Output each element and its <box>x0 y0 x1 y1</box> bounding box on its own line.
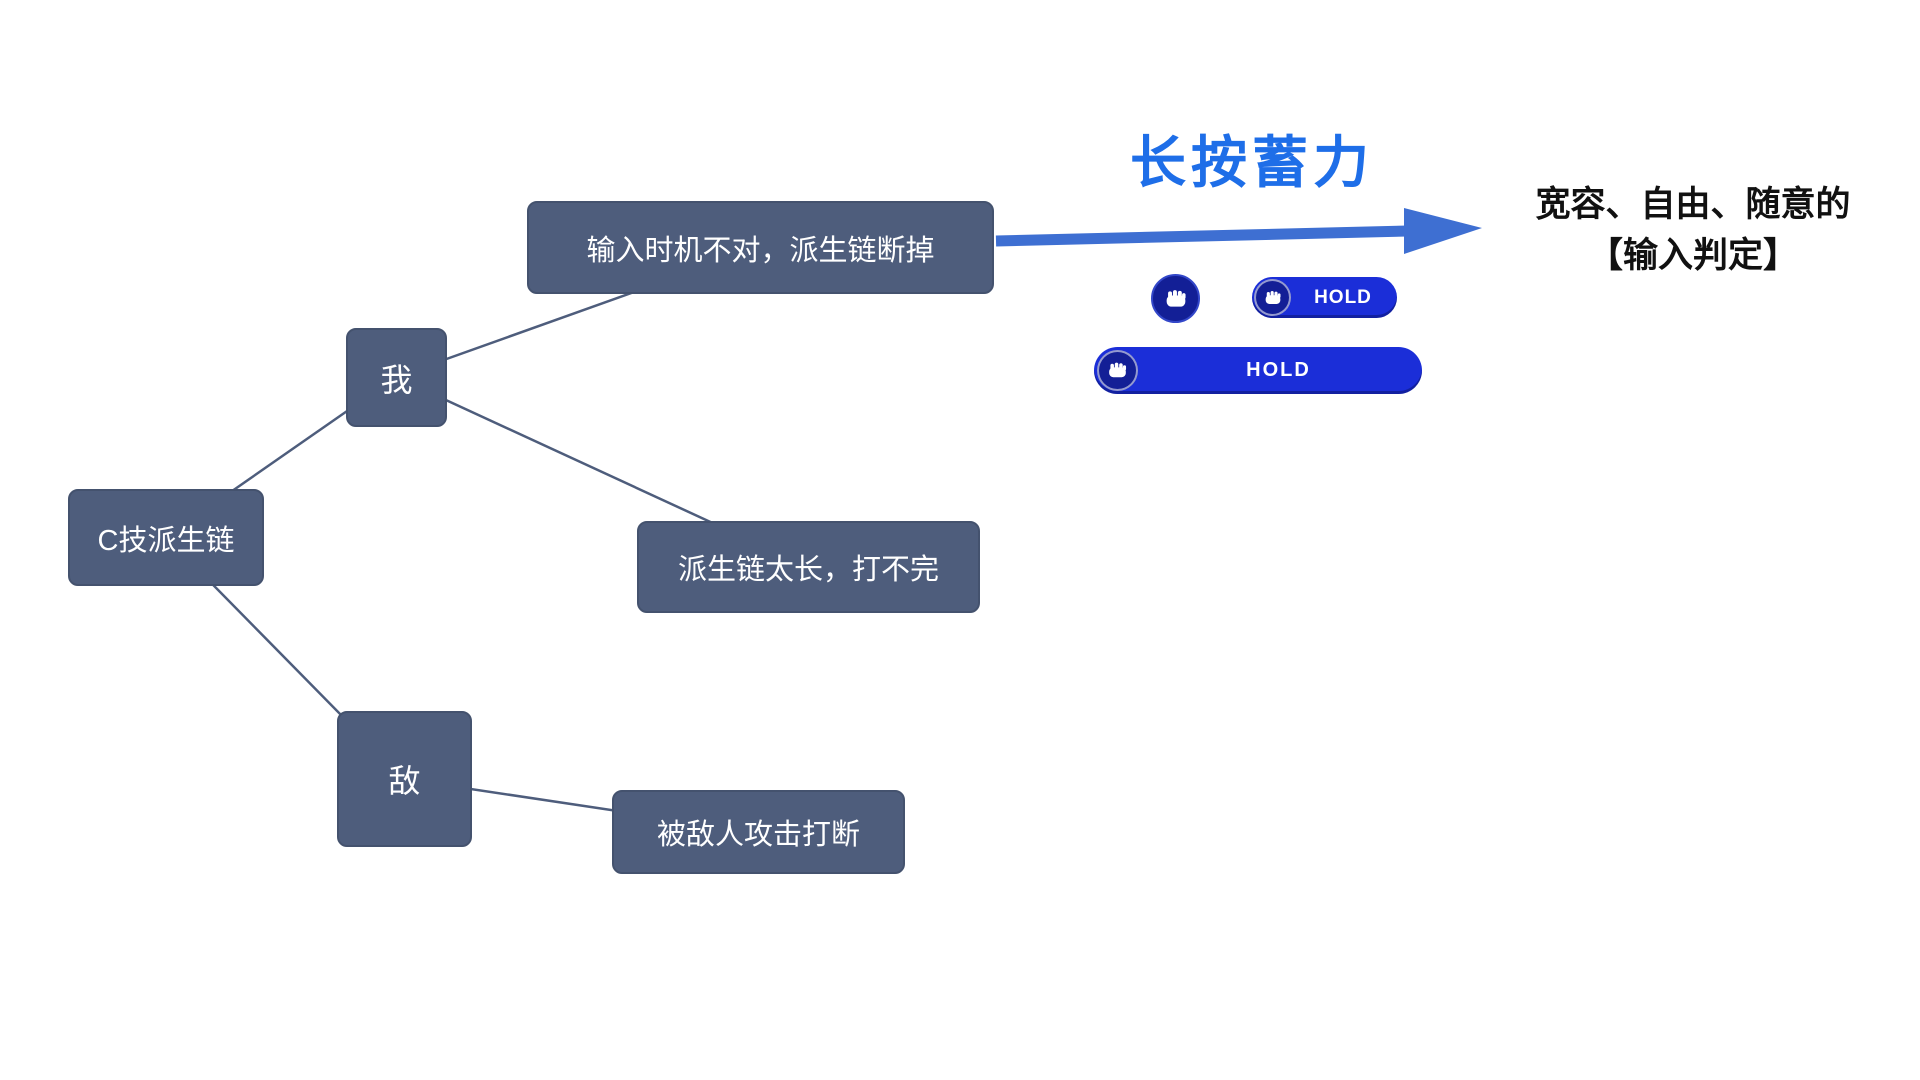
node-label: 输入时机不对，派生链断掉 <box>586 234 935 267</box>
node-cause-interrupt: 被敌人攻击打断 <box>612 790 905 874</box>
hold-button-short[interactable]: HOLD <box>1252 277 1397 318</box>
charge-arrow-label: 长按蓄力 <box>1130 131 1374 194</box>
conclusion-line-2: 【输入判定】 <box>1587 235 1798 275</box>
hold-button-long[interactable]: HOLD <box>1094 347 1422 394</box>
node-cause-length: 派生链太长，打不完 <box>637 521 980 613</box>
node-label: 被敌人攻击打断 <box>656 819 860 851</box>
fist-icon <box>1254 279 1291 316</box>
node-cause-timing: 输入时机不对，派生链断掉 <box>527 201 994 294</box>
node-label: 派生链太长，打不完 <box>677 554 939 586</box>
node-me: 我 <box>346 328 447 427</box>
fist-icon <box>1151 274 1200 323</box>
node-label: C技派生链 <box>97 524 235 557</box>
hold-label: HOLD <box>1314 286 1372 308</box>
fist-icon <box>1097 350 1138 391</box>
conclusion-text: 宽容、自由、随意的 【输入判定】 <box>1478 180 1908 282</box>
conclusion-line-1: 宽容、自由、随意的 <box>1535 185 1851 224</box>
node-enemy: 敌 <box>337 711 472 847</box>
node-c-chain: C技派生链 <box>68 489 264 586</box>
node-label: 敌 <box>388 763 421 799</box>
node-label: 我 <box>380 361 413 398</box>
hold-label: HOLD <box>1246 359 1311 381</box>
charge-arrow <box>995 208 1482 254</box>
